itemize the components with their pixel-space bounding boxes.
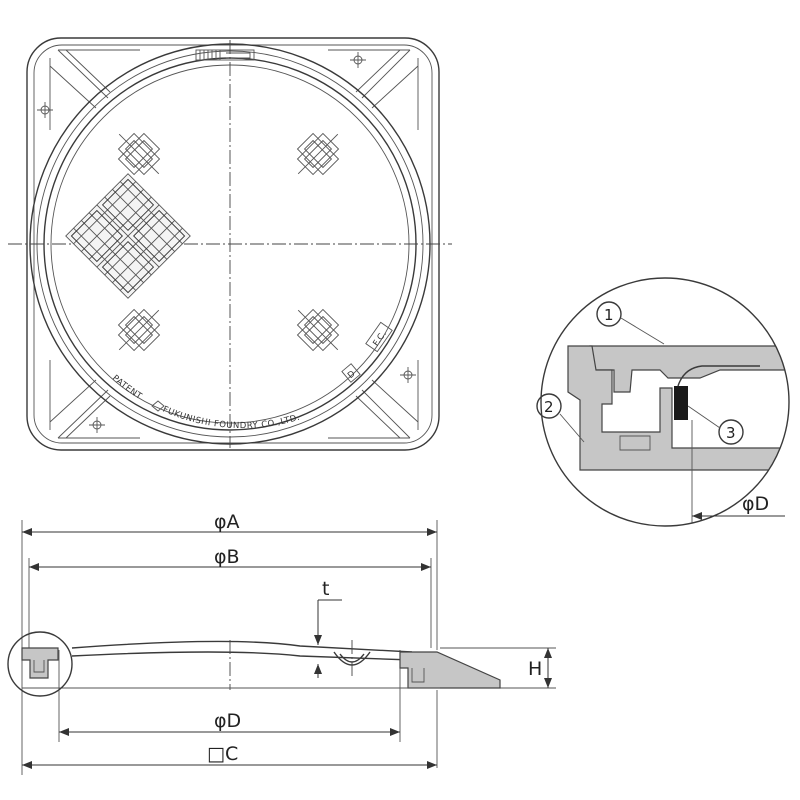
svg-text:3: 3: [726, 424, 736, 442]
dimension-thickness: t: [314, 578, 342, 678]
rim-mark-d: D: [341, 363, 361, 383]
svg-text:φB: φB: [214, 546, 240, 568]
plan-view: PATENT FUKUNISHI FOUNDRY CO.,LTD. D F.C.: [8, 37, 452, 451]
svg-text:□C: □C: [207, 743, 238, 765]
svg-text:φD: φD: [742, 493, 769, 515]
svg-text:D: D: [346, 369, 358, 381]
section-view: φA φB φD □C t: [7, 511, 556, 775]
cover-section-profile: [21, 640, 501, 690]
gasket: [674, 386, 688, 420]
corner-ribs: [49, 49, 419, 439]
svg-text:H: H: [528, 658, 542, 680]
callout-2: 2: [536, 393, 585, 443]
svg-text:2: 2: [544, 398, 554, 416]
detail-dimension-phi-d: φD: [692, 493, 785, 520]
dimension-phi-b: φB: [29, 546, 431, 571]
callout-3: 3: [687, 405, 744, 445]
detail-view: 1 2 3 φD: [536, 277, 790, 527]
lattice-emblem-bottom-right: [296, 308, 340, 352]
rim-text-maker: FUKUNISHI FOUNDRY CO.,LTD.: [161, 405, 301, 432]
lattice-emblem-top-left: [117, 132, 161, 176]
bolt-hole-icon: [400, 367, 416, 383]
dimension-phi-d: φD: [59, 710, 400, 736]
woven-emblem: [65, 173, 191, 299]
detail-view-circle: [540, 277, 790, 527]
callout-1: 1: [596, 301, 665, 345]
rim-diamond-icon: [151, 400, 165, 412]
detail-callout-circle: [7, 631, 73, 697]
svg-text:t: t: [322, 578, 329, 600]
rim-text-patent: PATENT: [110, 373, 144, 402]
bolt-hole-icon: [37, 102, 53, 118]
bolt-hole-icon: [89, 417, 105, 433]
dimension-square-c: □C: [22, 743, 437, 769]
svg-text:1: 1: [604, 306, 614, 324]
lattice-emblem-bottom-left: [117, 308, 161, 352]
bolt-holes: [37, 52, 416, 433]
lattice-emblem-top-right: [296, 132, 340, 176]
svg-text:φA: φA: [214, 511, 240, 533]
svg-text:φD: φD: [214, 710, 241, 732]
lift-notch: [195, 49, 255, 61]
dimension-phi-a: φA: [22, 511, 437, 536]
bolt-hole-icon: [350, 52, 366, 68]
